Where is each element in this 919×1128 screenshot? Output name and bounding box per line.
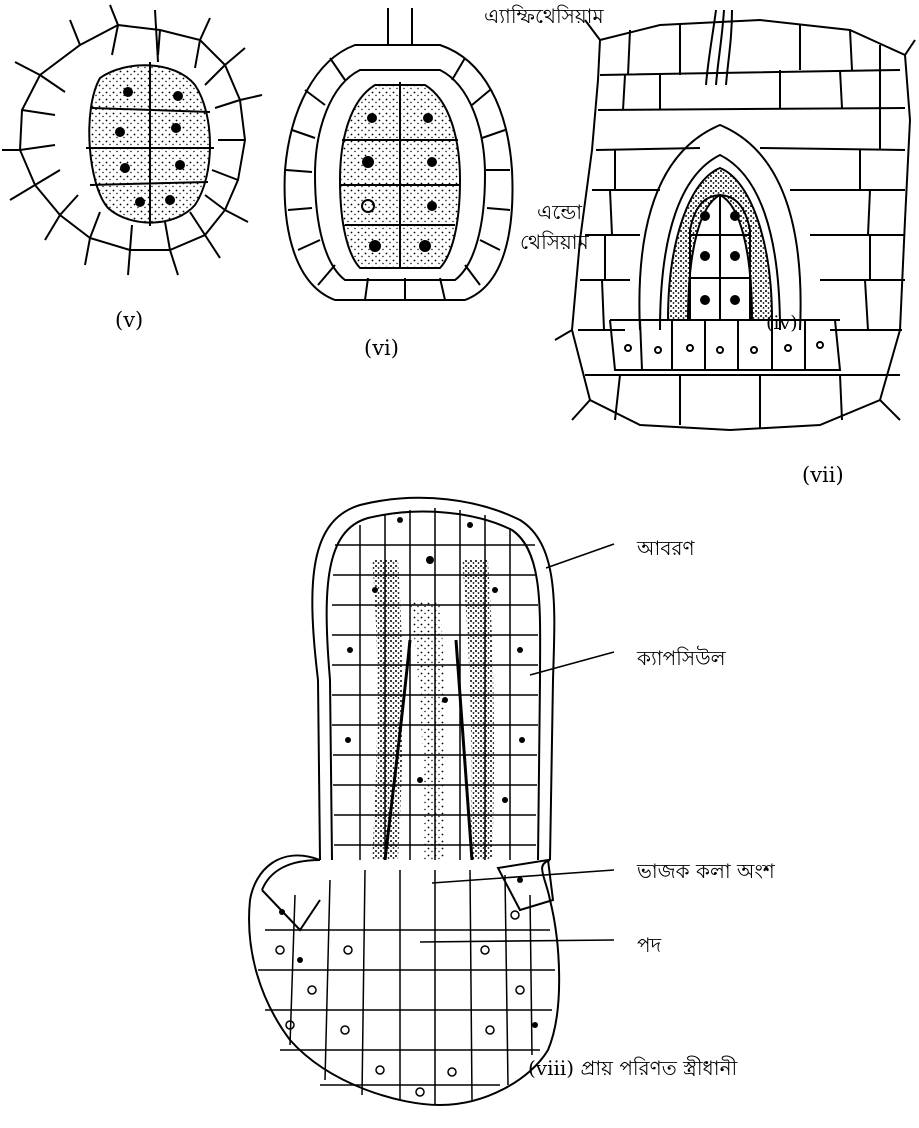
label-endothecium-line2: থেসিয়াম — [520, 232, 589, 252]
caption-figure-vii: (vii) — [802, 465, 844, 486]
caption-figure-vi: (vi) — [364, 338, 399, 359]
leader-meristem — [432, 870, 614, 883]
label-covering: আবরণ — [637, 538, 695, 558]
figure-vii-drawing — [555, 10, 915, 430]
leader-capsule — [530, 652, 614, 675]
caption-figure-viii: (viii) প্রায় পরিণত স্ত্রীধানী — [528, 1058, 737, 1078]
inner-mark-iv: (iv) — [766, 314, 798, 333]
leader-foot — [420, 940, 614, 942]
figure-viii-drawing — [249, 498, 559, 1105]
caption-figure-v: (v) — [115, 310, 143, 331]
figure-vi-drawing — [285, 8, 513, 300]
leader-covering — [546, 544, 614, 568]
label-meristem: ভাজক কলা অংশ — [637, 861, 775, 881]
label-capsule: ক্যাপসিউল — [637, 648, 726, 668]
label-amphithecium: এ্যাম্ফিথেসিয়াম — [484, 6, 604, 26]
label-endothecium-line1: এন্ডো — [537, 202, 582, 222]
figure-v-drawing — [2, 5, 262, 275]
leader-lines — [420, 544, 614, 942]
label-foot: পদ — [637, 935, 661, 955]
